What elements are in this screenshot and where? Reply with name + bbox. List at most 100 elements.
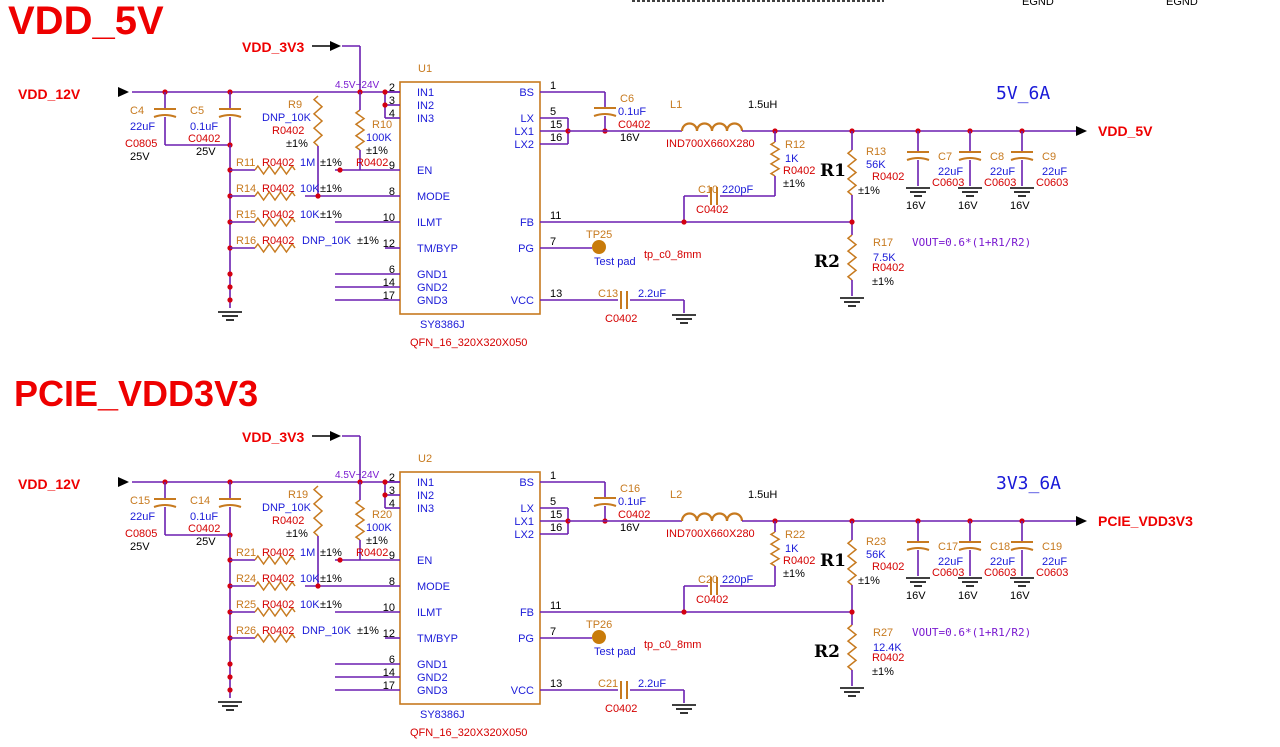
cap-value: 0.1uF — [190, 121, 218, 133]
resistor-symbol — [254, 216, 296, 228]
section-title-bottom: PCIE_VDD3V3 — [14, 373, 258, 414]
pin-number: 5 — [550, 106, 556, 118]
cap-ref: C9 — [1042, 151, 1056, 163]
resistor-symbol — [846, 149, 858, 196]
section-title-top: VDD_5V — [8, 0, 164, 43]
res-package: R0402 — [356, 547, 388, 559]
pin-number: 7 — [550, 626, 556, 638]
pin-number: 17 — [383, 290, 395, 302]
res-tolerance: ±1% — [320, 599, 342, 611]
ic-body — [399, 81, 541, 315]
pin-number: 11 — [550, 210, 561, 222]
junction-dot — [382, 102, 388, 108]
capacitor-symbol — [958, 151, 982, 161]
cap-value: 0.1uF — [190, 511, 218, 523]
resistor-symbol — [354, 109, 366, 151]
cap-voltage: 16V — [906, 200, 926, 212]
junction-dot — [227, 661, 233, 667]
res-value: 1K — [785, 543, 799, 555]
pin-number: 13 — [550, 678, 562, 690]
junction-dot — [227, 687, 233, 693]
cap-value: 22uF — [938, 556, 963, 568]
pin-name: LX — [521, 503, 535, 515]
resistor-symbol — [312, 485, 324, 537]
vout-formula: VOUT=0.6*(1+R1/R2) — [912, 626, 1031, 639]
pin-name: LX1 — [514, 126, 534, 138]
resistor-symbol — [254, 632, 296, 644]
res-value: 10K — [300, 183, 320, 195]
input-range: 4.5V~24V — [335, 80, 380, 91]
cap-value: 22uF — [130, 511, 155, 523]
junction-dot — [382, 89, 388, 95]
res-tolerance: ±1% — [320, 573, 342, 585]
ic-ref: U1 — [418, 63, 432, 75]
cap-ref: C4 — [130, 105, 144, 117]
ground-symbol — [840, 687, 864, 697]
ground-symbol — [672, 314, 696, 324]
pin-number: 7 — [550, 236, 556, 248]
res-tolerance: ±1% — [357, 235, 379, 247]
ic-package: QFN_16_320X320X050 — [410, 337, 527, 349]
res-ref: R9 — [288, 99, 302, 111]
res-ref: R16 — [236, 235, 256, 247]
capacitor-symbol — [218, 498, 242, 508]
cap-package: C0805 — [125, 528, 157, 540]
pin-name: FB — [520, 607, 534, 619]
pin-number: 4 — [389, 498, 395, 510]
vin-arrow-icon — [118, 87, 129, 97]
pin-number: 14 — [383, 667, 395, 679]
capacitor-symbol — [620, 291, 628, 309]
ground-symbol — [218, 701, 242, 711]
res-ref: R20 — [372, 509, 392, 521]
cap-package: C0402 — [188, 523, 220, 535]
ic-part: SY8386J — [420, 709, 465, 721]
ground-symbol — [840, 297, 864, 307]
cap-ref: C5 — [190, 105, 204, 117]
cap-package: C0402 — [696, 594, 728, 606]
pin-number: 1 — [550, 80, 556, 92]
pin-name: LX1 — [514, 516, 534, 528]
res-value: 10K — [300, 209, 320, 221]
tp-ref: TP26 — [586, 619, 612, 631]
res-tolerance: ±1% — [366, 145, 388, 157]
pin-name: IN1 — [417, 477, 434, 489]
cap-voltage: 25V — [130, 541, 150, 553]
res-ref: R17 — [873, 237, 893, 249]
res-tolerance: ±1% — [872, 666, 894, 678]
cap-ref: C6 — [620, 93, 634, 105]
res-value: DNP_10K — [302, 235, 352, 247]
pin-number: 10 — [383, 602, 395, 614]
cap-package: C0402 — [605, 313, 637, 325]
ind-ref: L2 — [670, 489, 682, 501]
pin-name: BS — [519, 87, 534, 99]
res-package: R0402 — [272, 515, 304, 527]
pin-number: 15 — [550, 119, 562, 131]
cap-voltage: 16V — [620, 522, 640, 534]
cap-ref: C15 — [130, 495, 150, 507]
junction-dot — [227, 297, 233, 303]
res-ref: R21 — [236, 547, 256, 559]
res-tolerance: ±1% — [320, 209, 342, 221]
pin-number: 8 — [389, 186, 395, 198]
res-ref: R15 — [236, 209, 256, 221]
vout-net-label: PCIE_VDD3V3 — [1098, 513, 1193, 529]
ic-part: SY8386J — [420, 319, 465, 331]
res-package: R0402 — [783, 555, 815, 567]
pin-name: GND2 — [417, 282, 448, 294]
ic-ref: U2 — [418, 453, 432, 465]
ground-symbol — [1010, 577, 1034, 587]
ground-symbol — [1010, 187, 1034, 197]
cap-package: C0402 — [696, 204, 728, 216]
pin-name: IN3 — [417, 113, 434, 125]
pin-number: 9 — [389, 550, 395, 562]
res-tolerance: ±1% — [783, 568, 805, 580]
res-package: R0402 — [262, 573, 294, 585]
tp-ref: TP25 — [586, 229, 612, 241]
capacitor-symbol — [153, 498, 177, 508]
resistor-symbol — [254, 554, 296, 566]
cap-package: C0805 — [125, 138, 157, 150]
res-tolerance: ±1% — [286, 528, 308, 540]
res-ref: R14 — [236, 183, 256, 195]
pin-number: 6 — [389, 264, 395, 276]
